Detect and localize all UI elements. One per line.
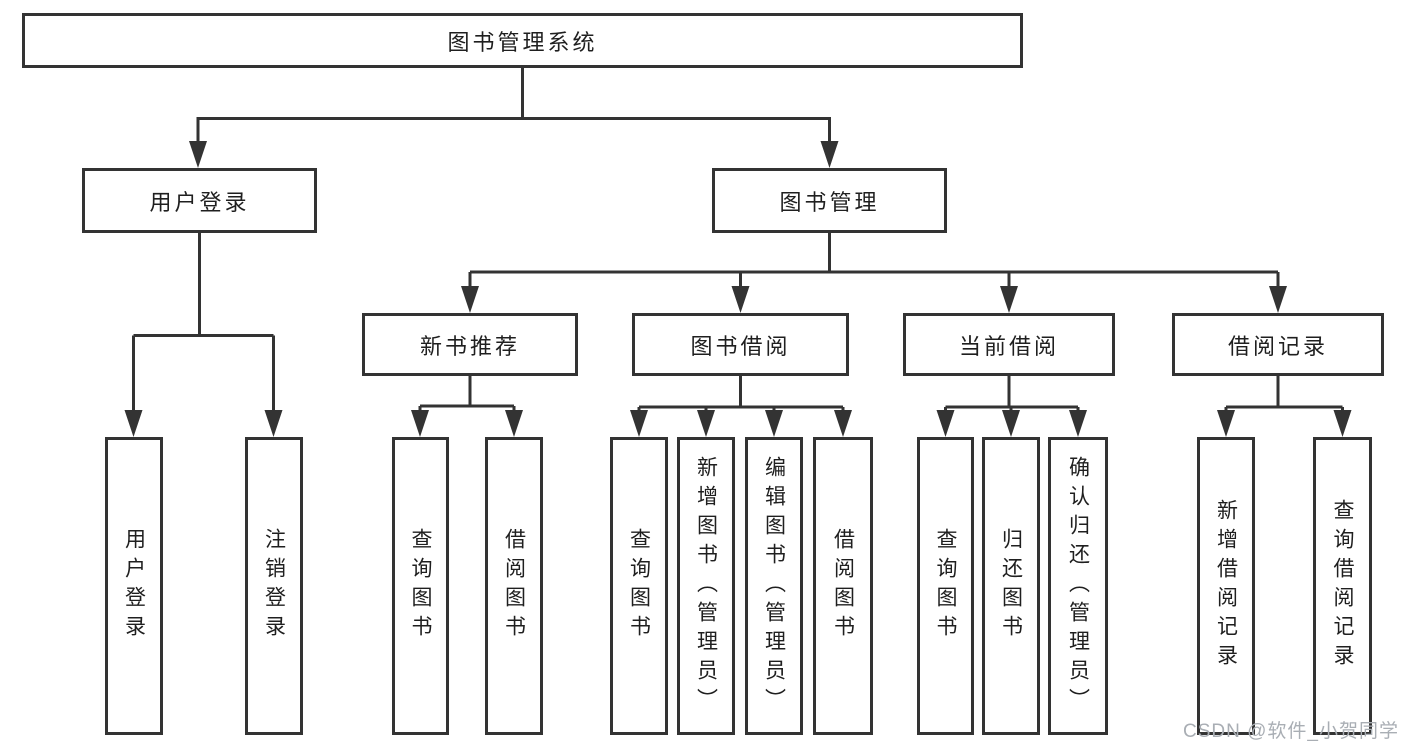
node-leaf-borrow-query: 查询图书: [610, 437, 668, 735]
node-leaf-current-return: 归还图书: [982, 437, 1040, 735]
node-leaf-user-login-label: 用户登录: [122, 528, 146, 644]
node-user-login: 用户登录: [82, 168, 317, 233]
node-borrow-records: 借阅记录: [1172, 313, 1384, 376]
node-leaf-logout-label: 注销登录: [262, 528, 286, 644]
node-leaf-borrow-edit-admin: 编辑图书（管理员）: [745, 437, 803, 735]
node-system-root: 图书管理系统: [22, 13, 1023, 68]
connector-records-to-children: [1224, 376, 1344, 416]
node-new-book-recommend: 新书推荐: [362, 313, 578, 376]
node-leaf-current-confirm-admin: 确认归还（管理员）: [1048, 437, 1108, 735]
node-leaf-borrow-query-label: 查询图书: [627, 528, 651, 644]
node-leaf-current-return-label: 归还图书: [999, 528, 1023, 644]
node-leaf-newbook-borrow: 借阅图书: [485, 437, 543, 735]
node-leaf-borrow-borrow-label: 借阅图书: [831, 528, 855, 644]
node-leaf-current-confirm-admin-label: 确认归还（管理员）: [1066, 455, 1090, 717]
node-leaf-newbook-query-label: 查询图书: [409, 528, 432, 644]
connector-mgmt-to-mid: [468, 233, 1280, 290]
node-leaf-user-login: 用户登录: [105, 437, 163, 735]
csdn-watermark: CSDN @软件_小贺同学: [1183, 721, 1399, 742]
node-user-login-label: 用户登录: [149, 189, 250, 215]
node-system-root-label: 图书管理系统: [447, 29, 598, 55]
connector-newbook-to-children: [418, 376, 516, 416]
node-leaf-current-query-label: 查询图书: [934, 528, 957, 644]
node-current-borrowing: 当前借阅: [903, 313, 1115, 376]
connector-login-to-children: [132, 233, 275, 415]
node-leaf-newbook-borrow-label: 借阅图书: [502, 528, 526, 644]
node-leaf-current-query: 查询图书: [917, 437, 974, 735]
arrowheads: [124, 141, 1352, 437]
node-leaf-borrow-add-admin-label: 新增图书（管理员）: [694, 455, 718, 717]
node-leaf-borrow-edit-admin-label: 编辑图书（管理员）: [762, 455, 786, 717]
node-borrow-records-label: 借阅记录: [1227, 333, 1328, 359]
node-book-borrowing: 图书借阅: [632, 313, 849, 376]
node-leaf-records-add-label: 新增借阅记录: [1214, 499, 1238, 673]
node-leaf-records-add: 新增借阅记录: [1197, 437, 1255, 735]
node-book-management: 图书管理: [712, 168, 947, 233]
node-leaf-logout: 注销登录: [245, 437, 303, 735]
node-leaf-records-query: 查询借阅记录: [1313, 437, 1372, 735]
connector-root-to-level1: [196, 68, 831, 146]
node-leaf-borrow-add-admin: 新增图书（管理员）: [677, 437, 735, 735]
node-current-borrowing-label: 当前借阅: [958, 333, 1059, 359]
node-new-book-recommend-label: 新书推荐: [419, 333, 520, 359]
connector-borrow-to-children: [637, 376, 845, 416]
node-leaf-borrow-borrow: 借阅图书: [813, 437, 873, 735]
node-book-management-label: 图书管理: [779, 189, 880, 215]
node-leaf-records-query-label: 查询借阅记录: [1331, 499, 1354, 673]
node-book-borrowing-label: 图书借阅: [690, 333, 791, 359]
node-leaf-newbook-query: 查询图书: [392, 437, 449, 735]
